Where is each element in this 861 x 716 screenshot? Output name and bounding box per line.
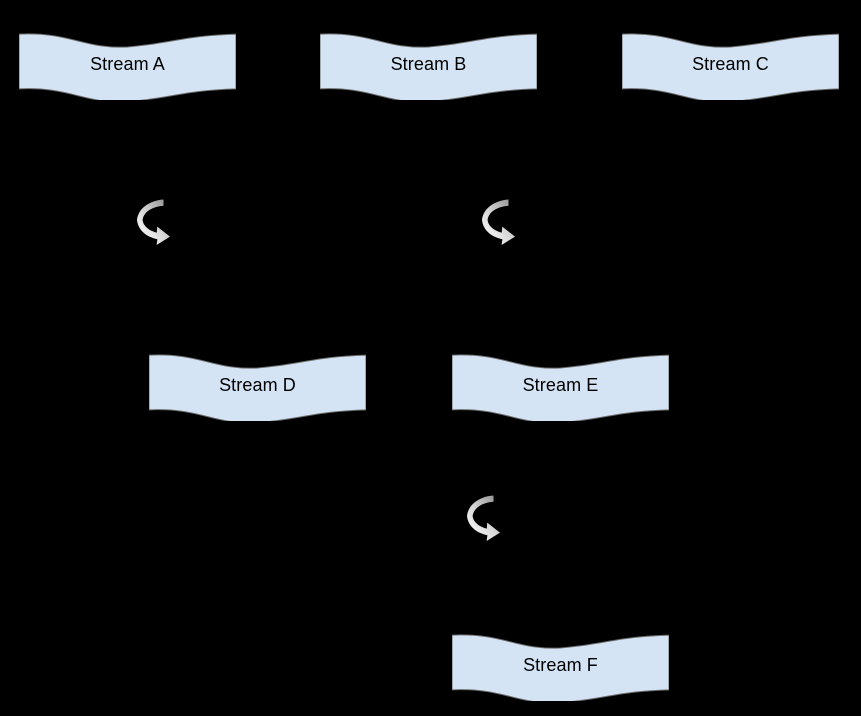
stream-node-stream-a[interactable]: Stream A xyxy=(19,28,236,100)
wave-ribbon-shape xyxy=(452,354,669,421)
stream-node-stream-d[interactable]: Stream D xyxy=(149,349,366,421)
wave-ribbon-path xyxy=(452,634,669,701)
curved-rotate-arrow-icon xyxy=(477,196,517,250)
wave-ribbon-path xyxy=(320,33,537,100)
curved-rotate-arrow-glyph xyxy=(137,199,170,245)
stream-node-stream-f[interactable]: Stream F xyxy=(452,629,669,701)
curved-rotate-arrow-icon xyxy=(132,196,172,250)
curved-rotate-arrow-path xyxy=(467,495,500,541)
wave-ribbon-shape xyxy=(320,33,537,100)
wave-ribbon-shape xyxy=(622,33,839,100)
stream-node-stream-c[interactable]: Stream C xyxy=(622,28,839,100)
curved-rotate-arrow-path xyxy=(137,199,170,245)
stream-node-stream-e[interactable]: Stream E xyxy=(452,349,669,421)
wave-ribbon-path xyxy=(622,33,839,100)
curved-rotate-arrow-glyph xyxy=(482,199,515,245)
wave-ribbon-path xyxy=(149,354,366,421)
wave-ribbon-shape xyxy=(149,354,366,421)
wave-ribbon-shape xyxy=(19,33,236,100)
wave-ribbon-path xyxy=(452,354,669,421)
wave-ribbon-path xyxy=(19,33,236,100)
curved-rotate-arrow-path xyxy=(482,199,515,245)
curved-rotate-arrow-glyph xyxy=(467,495,500,541)
wave-ribbon-shape xyxy=(452,634,669,701)
curved-rotate-arrow-icon xyxy=(462,492,502,546)
stream-node-stream-b[interactable]: Stream B xyxy=(320,28,537,100)
